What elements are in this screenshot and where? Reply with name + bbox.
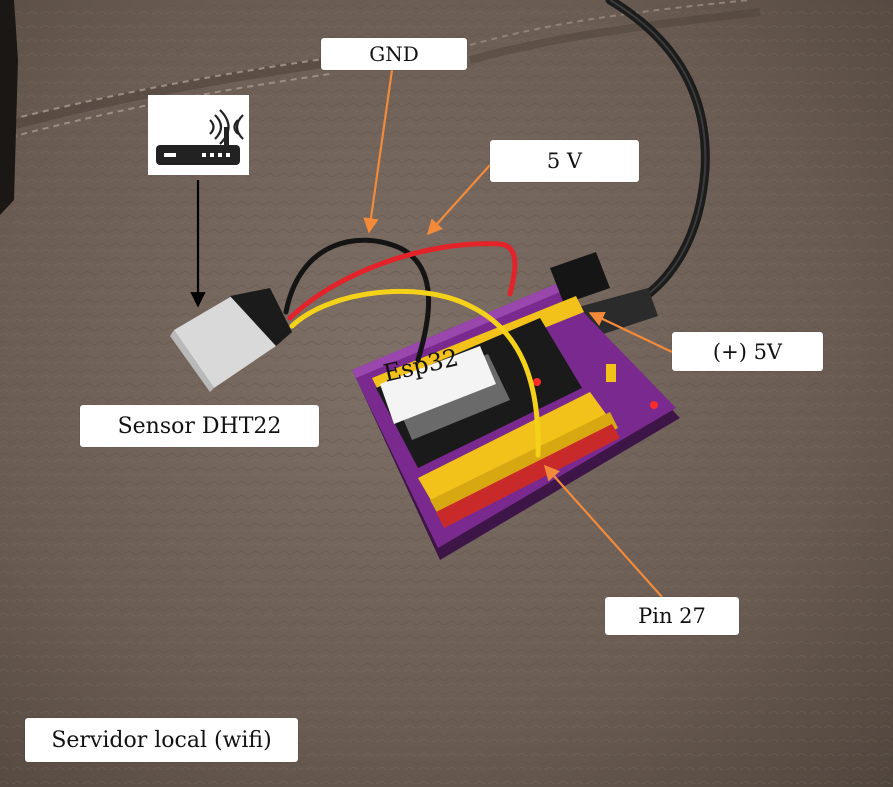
seam-shadow — [0, 57, 331, 133]
led-red — [533, 378, 541, 386]
wifi-router-icon — [156, 109, 244, 165]
seam-stitch — [0, 73, 331, 141]
dht22-connector — [230, 288, 292, 346]
gnd-label: GND — [321, 38, 467, 70]
dark-object — [0, 0, 18, 215]
dht22-sensor-body — [174, 296, 276, 388]
dht22-sensor-side — [170, 330, 214, 392]
wire-red — [287, 241, 518, 321]
seam-stitch — [0, 57, 331, 123]
plus-five-volt-label: (+) 5V — [672, 332, 823, 371]
wire-black — [283, 237, 431, 363]
arrow-plus-5v — [588, 311, 673, 353]
sensor-label: Sensor DHT22 — [80, 405, 319, 447]
seam-shadow — [468, 8, 761, 64]
arrow-gnd — [363, 69, 394, 234]
arrow-5v — [426, 164, 491, 236]
router-card — [148, 95, 249, 175]
five-volt-label: 5 V — [490, 140, 639, 182]
jumper-cap — [606, 364, 616, 382]
led-red — [650, 401, 658, 409]
header-bottom — [418, 392, 606, 502]
dc-jack — [550, 252, 610, 304]
seam-stitch — [469, 0, 751, 46]
usb-cable-highlight — [609, 0, 707, 301]
board-edge — [352, 284, 560, 378]
header-red — [436, 424, 620, 528]
esp32-label-sticker — [380, 346, 496, 424]
pin-label: Pin 27 — [605, 597, 739, 635]
server-label: Servidor local (wifi) — [25, 718, 298, 762]
arrow-pin27 — [543, 464, 663, 598]
wire-yellow — [289, 288, 541, 458]
